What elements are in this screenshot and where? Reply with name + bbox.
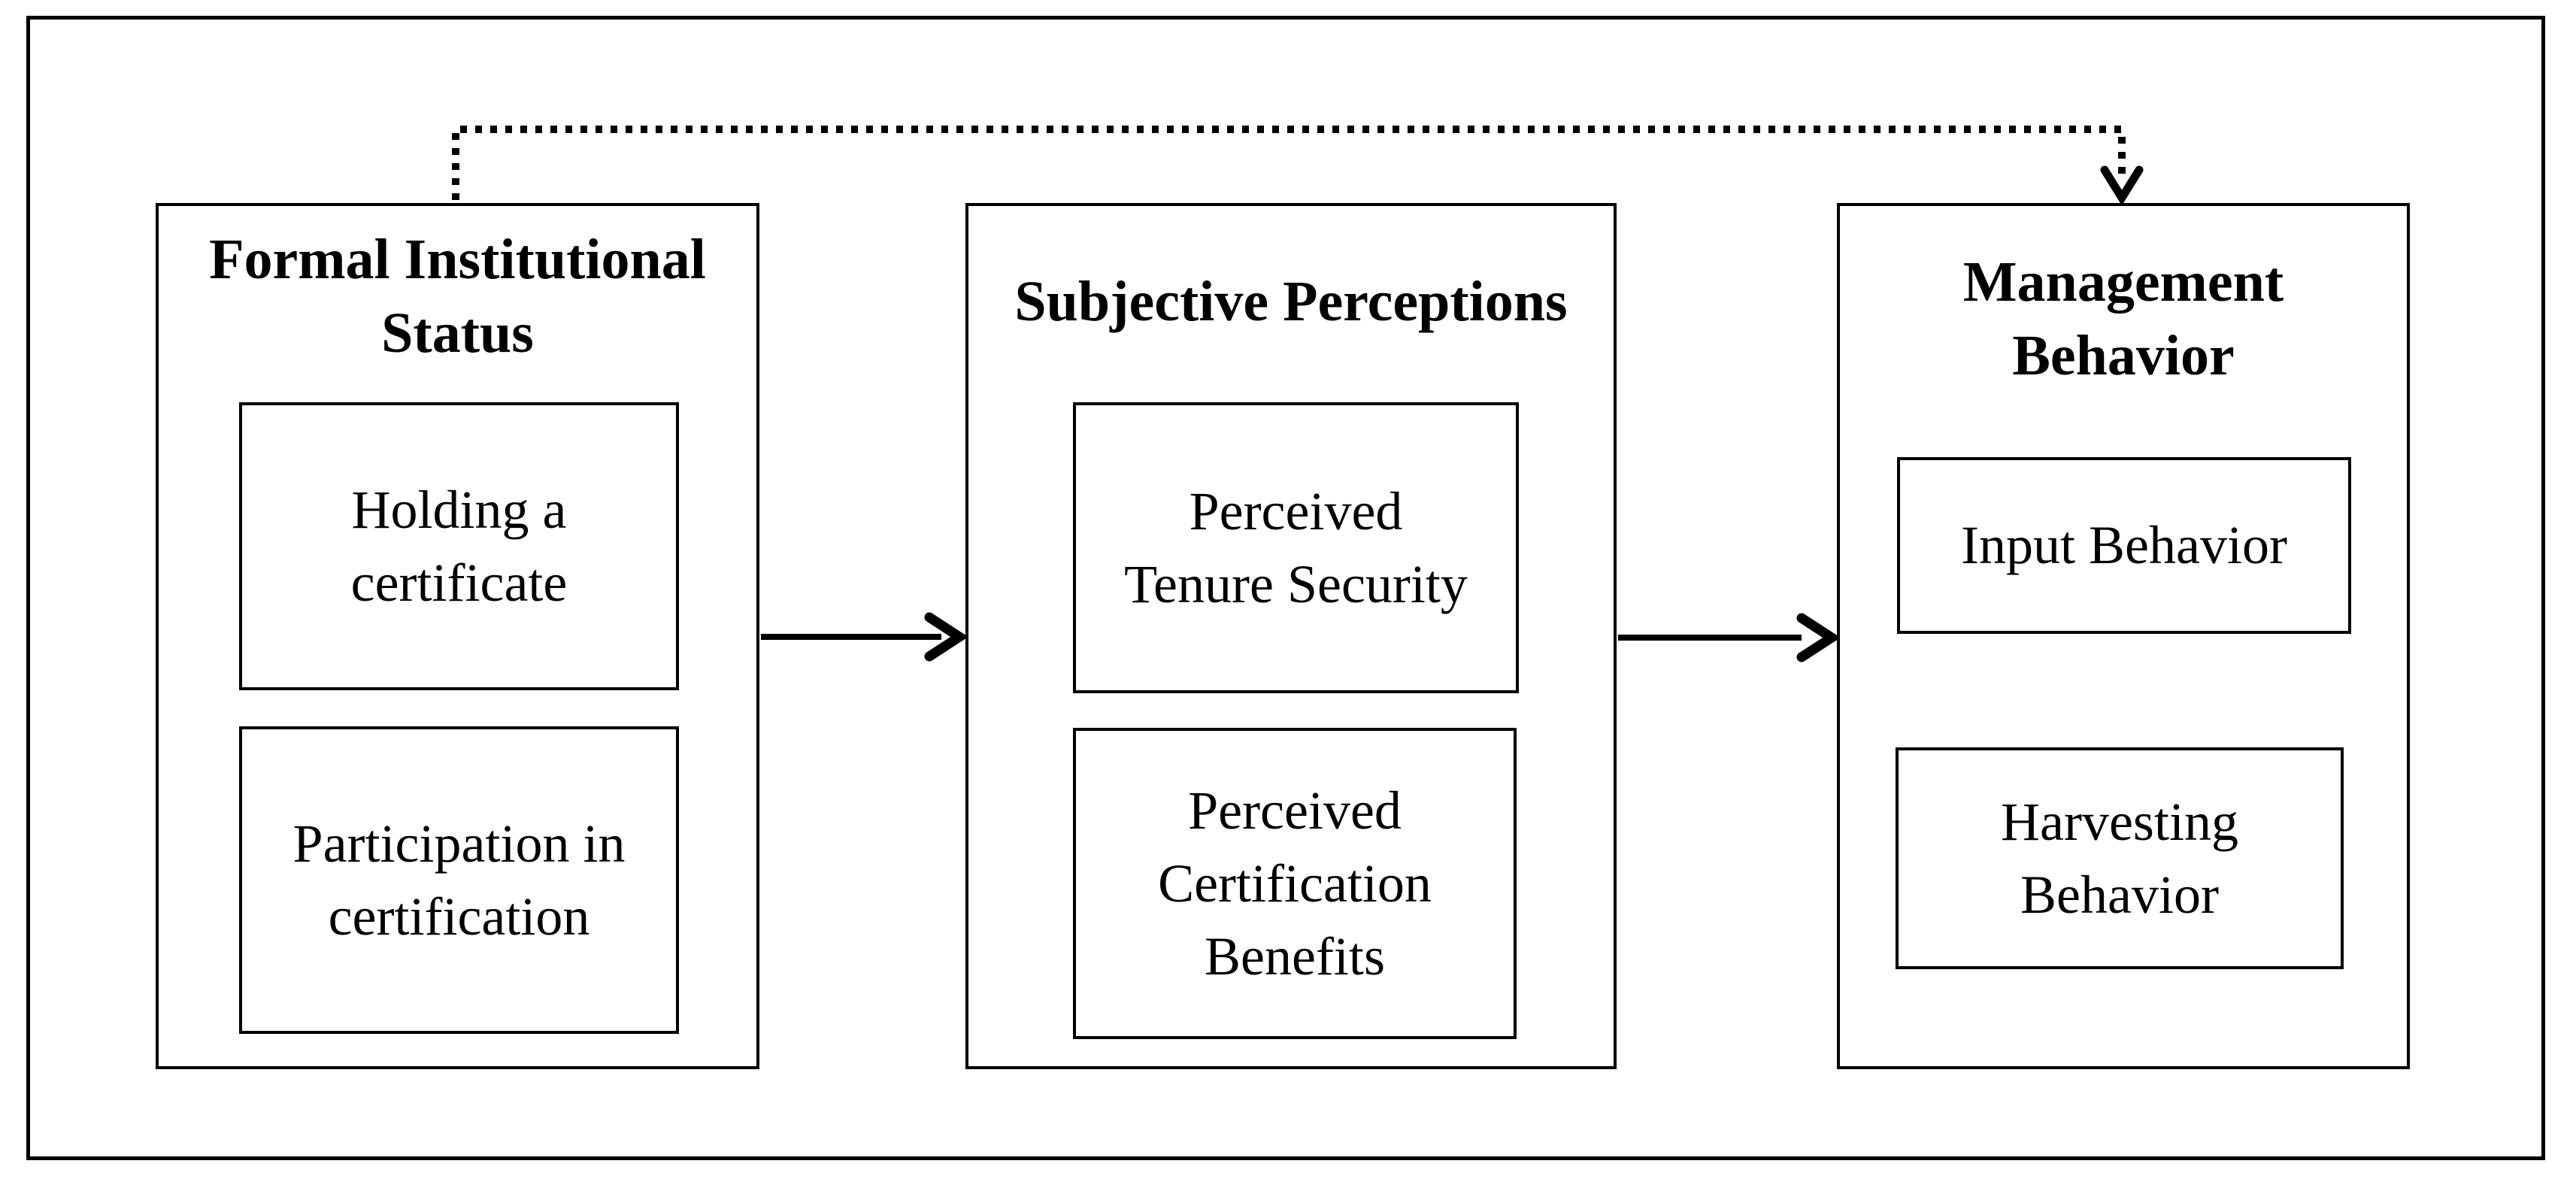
box-label: Perceived Tenure Security bbox=[1124, 480, 1468, 614]
box-perceived-tenure-security: Perceived Tenure Security bbox=[1073, 402, 1519, 693]
box-holding-a-certificate: Holding a certificate bbox=[239, 402, 679, 690]
box-label: Harvesting Behavior bbox=[2001, 791, 2238, 925]
right-arrowhead-icon bbox=[924, 612, 968, 662]
dotted-feedback-path bbox=[452, 126, 2126, 200]
group-title-subjective-perceptions: Subjective Perceptions bbox=[1014, 270, 1568, 333]
box-label: Input Behavior bbox=[1961, 515, 2287, 575]
box-participation-in-certification: Participation in certification bbox=[239, 726, 679, 1034]
down-arrowhead-icon bbox=[2100, 165, 2144, 206]
box-label: Holding a certificate bbox=[350, 479, 568, 613]
outer-frame bbox=[26, 16, 2545, 1160]
box-label: Perceived Certification Benefits bbox=[1158, 780, 1432, 986]
right-arrowhead-icon bbox=[1796, 613, 1841, 662]
box-harvesting-behavior: Harvesting Behavior bbox=[1896, 747, 2344, 969]
dotted-feedback-arrow bbox=[452, 126, 2144, 206]
box-label: Participation in certification bbox=[292, 813, 626, 947]
box-input-behavior: Input Behavior bbox=[1897, 457, 2351, 634]
arrow-subjective-to-management bbox=[1618, 613, 1841, 662]
group-title-formal-institutional-status: Formal Institutional Status bbox=[209, 228, 706, 365]
arrow-formal-to-subjective bbox=[761, 612, 968, 662]
box-perceived-certification-benefits: Perceived Certification Benefits bbox=[1073, 728, 1517, 1039]
group-title-management-behavior: Management Behavior bbox=[1962, 250, 2284, 387]
